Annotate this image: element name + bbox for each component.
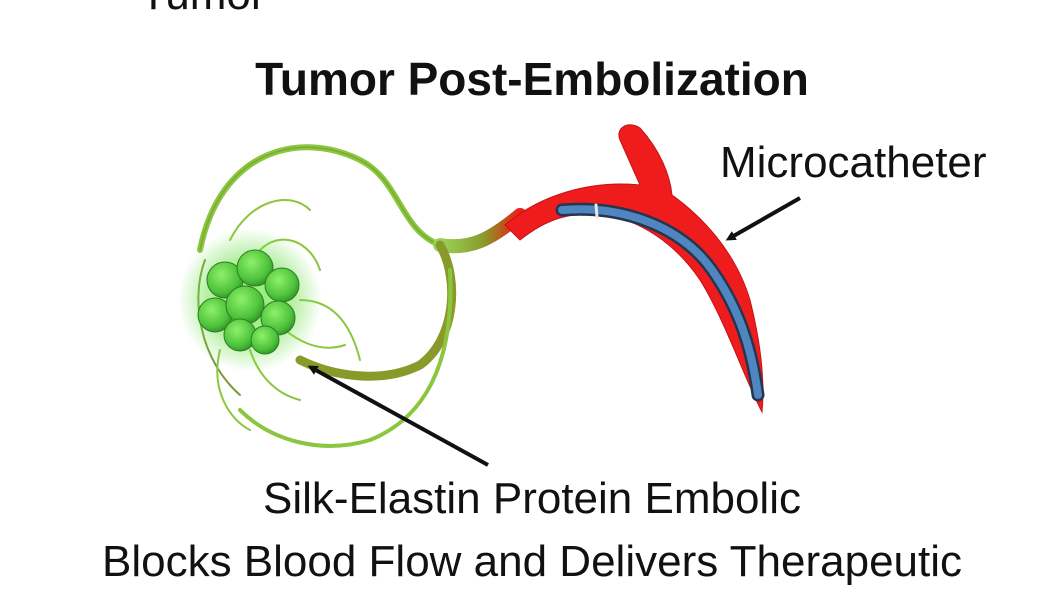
- microcatheter-arrow: [725, 196, 801, 241]
- embolic-caption-line1: Silk-Elastin Protein Embolic: [263, 474, 801, 523]
- microcatheter: [555, 202, 765, 402]
- diagram-title: Tumor Post-Embolization: [255, 53, 809, 105]
- tumor-cluster: [178, 228, 322, 372]
- cut-off-label: Tumor: [140, 0, 266, 20]
- artery: [504, 124, 764, 414]
- embolic-caption-line2: Blocks Blood Flow and Delivers Therapeut…: [101, 537, 963, 586]
- microcatheter-label: Microcatheter: [720, 138, 987, 187]
- embolic-arrow: [307, 365, 489, 467]
